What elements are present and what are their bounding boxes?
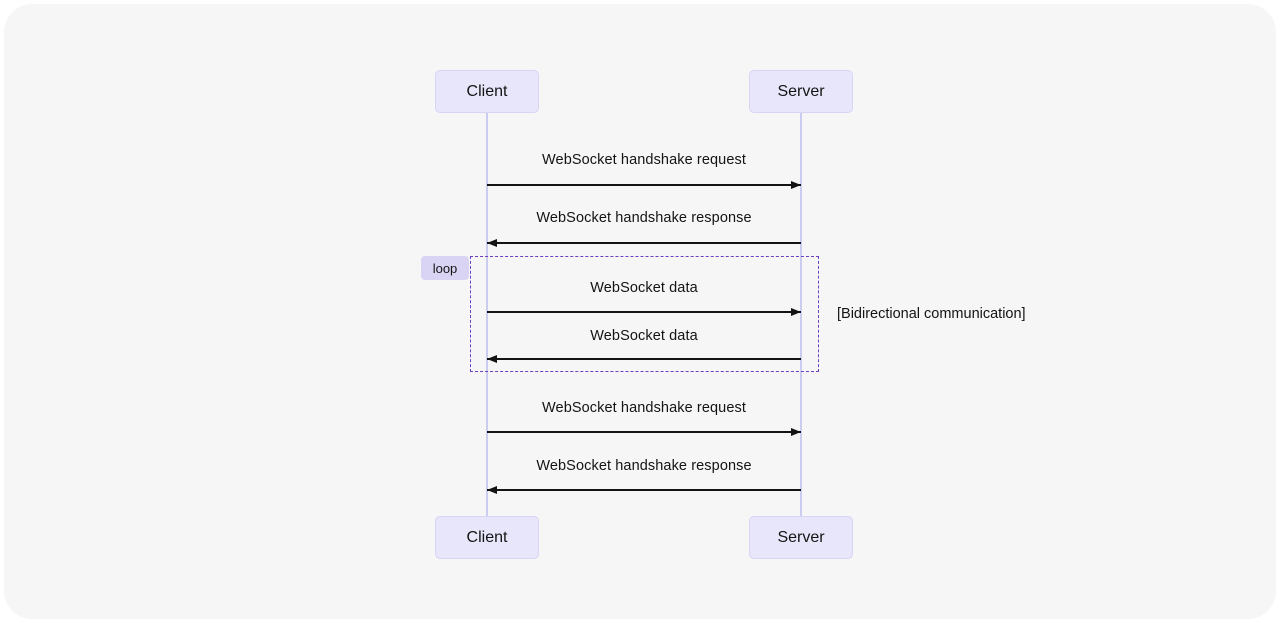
lifeline-client bbox=[486, 113, 488, 517]
lifeline-server bbox=[800, 113, 802, 517]
arrowhead-right-icon bbox=[791, 428, 801, 436]
actor-box-client-bottom: Client bbox=[435, 516, 539, 559]
message-label: WebSocket handshake response bbox=[536, 210, 752, 226]
actor-box-server-top: Server bbox=[749, 70, 853, 113]
arrowhead-left-icon bbox=[487, 486, 497, 494]
loop-label: loop bbox=[421, 256, 469, 280]
message-arrow bbox=[487, 486, 801, 494]
actor-box-client-top: Client bbox=[435, 70, 539, 113]
arrowhead-left-icon bbox=[487, 239, 497, 247]
loop-frame bbox=[470, 256, 819, 372]
message-label: WebSocket handshake request bbox=[542, 152, 746, 168]
message-label: WebSocket data bbox=[590, 328, 698, 344]
arrowhead-right-icon bbox=[791, 308, 801, 316]
loop-annotation: [Bidirectional communication] bbox=[837, 306, 1026, 322]
arrowhead-right-icon bbox=[791, 181, 801, 189]
message-arrow bbox=[487, 355, 801, 363]
actor-box-server-bottom: Server bbox=[749, 516, 853, 559]
message-arrow bbox=[487, 308, 801, 316]
arrowhead-left-icon bbox=[487, 355, 497, 363]
diagram-card: loop [Bidirectional communication] Clien… bbox=[4, 4, 1276, 619]
message-label: WebSocket handshake request bbox=[542, 400, 746, 416]
message-label: WebSocket data bbox=[590, 280, 698, 296]
message-arrow bbox=[487, 239, 801, 247]
message-label: WebSocket handshake response bbox=[536, 458, 752, 474]
message-arrow bbox=[487, 181, 801, 189]
message-arrow bbox=[487, 428, 801, 436]
